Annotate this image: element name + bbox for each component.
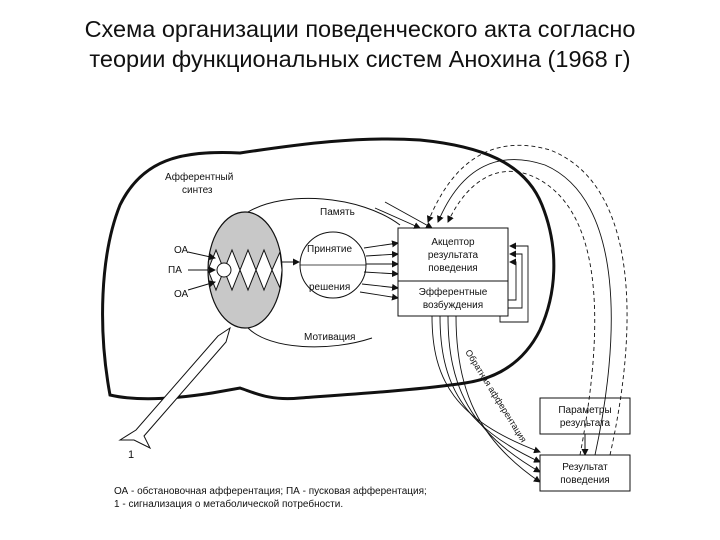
- title-line-1: Схема организации поведенческого акта со…: [84, 16, 636, 42]
- feedback-loop-1: [447, 171, 596, 456]
- efferent-line-4: [455, 315, 541, 483]
- memory-arc: [247, 197, 401, 226]
- efferent-line-3: [447, 315, 541, 473]
- brain-outline: [101, 137, 556, 401]
- memory-acceptor-arrow-2: [384, 201, 433, 229]
- acceptor-efferent-box: [397, 227, 509, 317]
- acceptor-label-1: Акцептор: [431, 237, 475, 248]
- decision-efferent-arrow-2: [359, 291, 399, 301]
- motivation-label: Мотивация: [304, 332, 355, 343]
- pa-label: ПА: [168, 265, 182, 276]
- legend-line-1: ОА - обстановочная афферентация; ПА - пу…: [114, 486, 427, 497]
- afferent-synthesis-label-1: Афферентный: [165, 171, 233, 183]
- pa-node: [216, 262, 232, 278]
- behavior-result-label-1: Результат: [562, 462, 608, 473]
- internal-loop-2: [508, 250, 523, 309]
- signal-number-label: 1: [128, 449, 134, 461]
- decision-label: решения: [309, 282, 350, 293]
- metabolic-signal-arrow: [118, 326, 231, 450]
- decision-acceptor-arrow-4: [363, 270, 399, 278]
- memory-acceptor-arrow-1: [374, 207, 421, 229]
- acceptor-label-2: результата: [428, 250, 479, 261]
- legend: ОА - обстановочная афферентация; ПА - пу…: [114, 485, 427, 511]
- page-title: Схема организации поведенческого акта со…: [0, 14, 720, 74]
- reverse-afferentation-label: Обратная афферентация: [463, 348, 528, 444]
- decision-efferent-arrow-1: [361, 283, 399, 291]
- oa-bottom-arrow: [187, 280, 216, 291]
- motivation-arc: [247, 327, 373, 348]
- internal-loop-1: [508, 258, 517, 301]
- behavior-result-label-2: поведения: [560, 475, 609, 486]
- afferent-zigzag: [207, 248, 283, 292]
- oa-bottom-label: ОА: [174, 289, 189, 300]
- results-parameters-box: [539, 397, 631, 435]
- results-parameters-label-2: результата: [560, 418, 611, 429]
- efferent-line-1: [431, 315, 541, 454]
- afferent-synthesis-label-2: синтез: [182, 185, 213, 196]
- oa-top-arrow: [187, 251, 216, 261]
- acceptor-label-3: поведения: [428, 263, 477, 274]
- internal-loop-3: [499, 242, 529, 323]
- decision-acceptor-arrow-2: [365, 250, 399, 258]
- efferent-line-2: [439, 315, 541, 463]
- title-line-2: теории функциональных систем Анохина (19…: [89, 46, 631, 72]
- efferent-label-1: Эфферентные: [419, 286, 488, 298]
- results-parameters-label-1: Параметры: [558, 405, 611, 416]
- decision-acceptor-arrow-1: [363, 240, 399, 249]
- memory-label: Память: [320, 207, 355, 218]
- feedback-loop-2: [437, 159, 612, 456]
- legend-line-2: 1 - сигнализация о метаболической потреб…: [114, 499, 344, 510]
- decision-making-label: Принятие: [307, 244, 352, 255]
- efferent-label-2: возбуждения: [423, 299, 483, 311]
- behavior-result-box: [539, 454, 631, 492]
- oa-top-label: ОА: [174, 245, 189, 256]
